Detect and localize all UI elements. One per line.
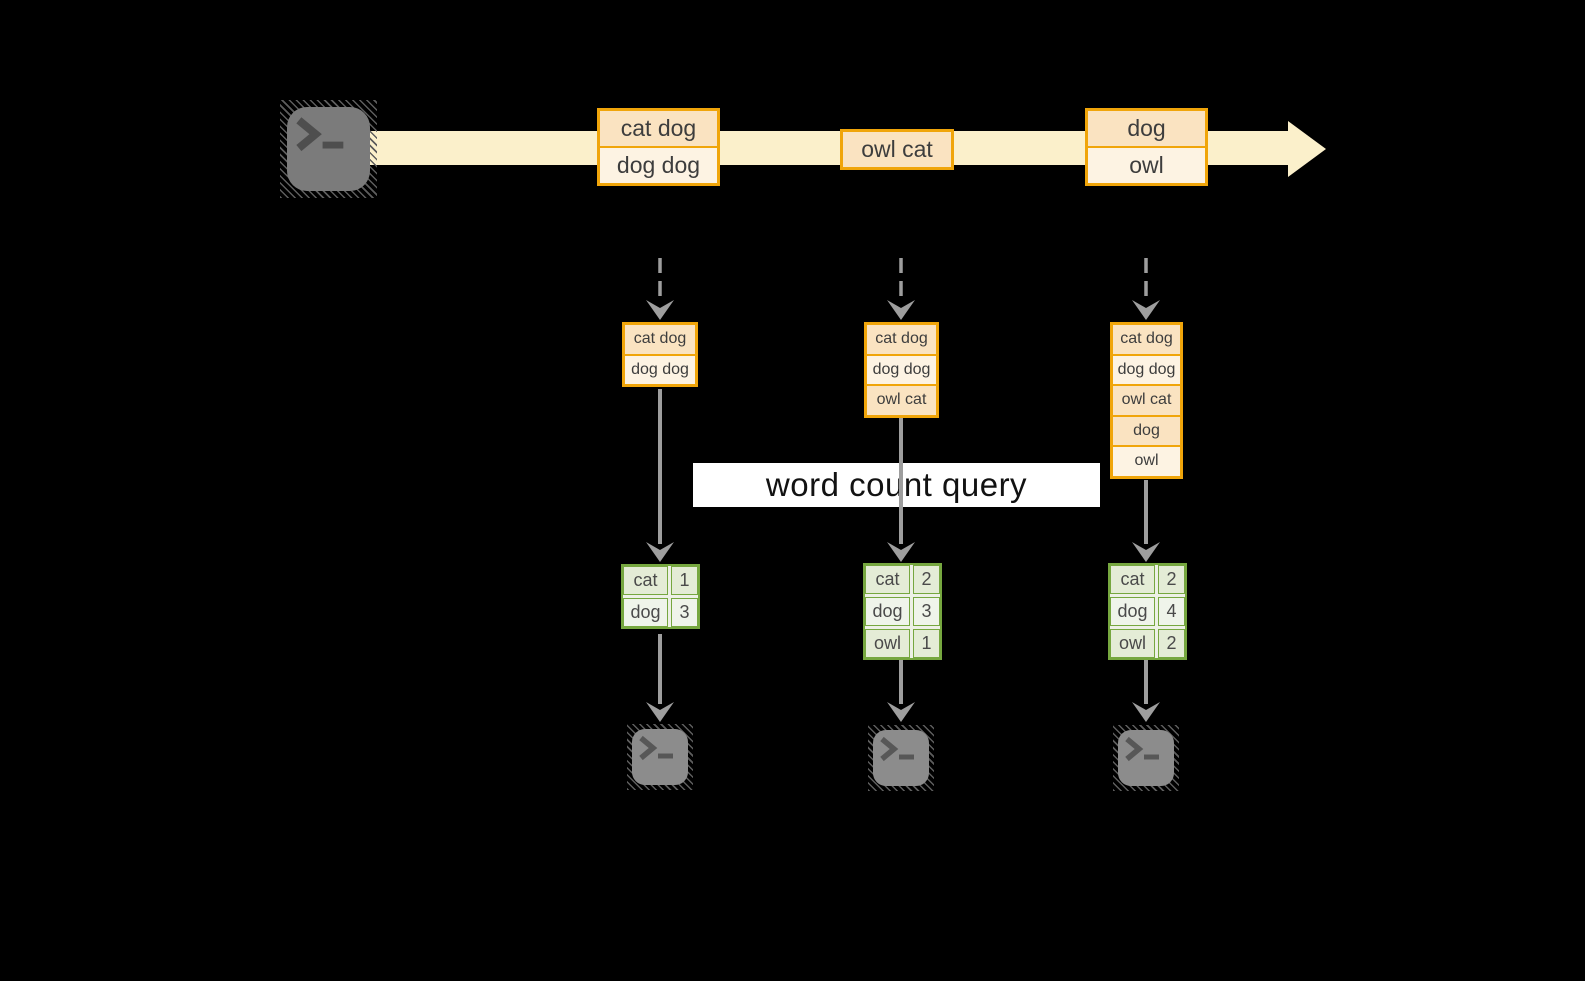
stream-event-cell: owl [1088,148,1205,183]
query-arrow-2 [887,418,915,562]
count-value-cell: 3 [671,598,698,627]
count-word-cell: cat [623,566,668,595]
terminal-body [873,730,929,786]
count-value-cell: 4 [1158,597,1185,626]
state-cell: cat dog [1113,325,1180,354]
count-word-cell: cat [1110,565,1155,594]
stream-arrowhead-icon [1288,121,1326,177]
query-label: word count query [693,463,1100,507]
state-cell: owl [1113,447,1180,476]
count-word-cell: dog [1110,597,1155,626]
terminal-body [1118,730,1174,786]
terminal-prompt-icon [296,117,344,152]
query-arrow-3 [1132,480,1160,562]
count-word-cell: dog [623,598,668,627]
query-arrow-1 [646,389,674,562]
count-value-cell: 2 [1158,565,1185,594]
terminal-body [287,107,370,191]
sink-arrow-1 [646,634,674,722]
state-cell: dog [1113,416,1180,445]
stream-event-cell: cat dog [600,111,717,146]
count-word-cell: owl [865,629,910,658]
trigger-arrow-1 [646,258,674,320]
state-cell: dog dog [625,355,695,384]
state-cell: cat dog [625,325,695,354]
state-cell: dog dog [867,355,936,384]
sink-terminal-icon [1113,725,1179,791]
sink-terminal-icon [627,724,693,790]
state-cell: cat dog [867,325,936,354]
state-cell: owl cat [1113,386,1180,415]
terminal-prompt-icon [1125,736,1159,762]
state-cell: owl cat [867,386,936,415]
terminal-body [632,729,688,785]
source-terminal-icon [280,100,377,198]
stream-event-2: owl cat [840,129,954,170]
sink-arrow-3 [1132,659,1160,722]
stream-event-cell: dog [1088,111,1205,146]
count-value-cell: 2 [1158,629,1185,658]
count-value-cell: 1 [913,629,940,658]
sink-arrow-2 [887,659,915,722]
trigger-arrow-3 [1132,258,1160,320]
count-value-cell: 1 [671,566,698,595]
terminal-prompt-icon [880,736,914,762]
count-value-cell: 2 [913,565,940,594]
stream-event-cell: dog dog [600,148,717,183]
count-word-cell: cat [865,565,910,594]
trigger-arrow-2 [887,258,915,320]
stream-event-cell: owl cat [843,132,951,167]
state-cell: dog dog [1113,355,1180,384]
count-word-cell: owl [1110,629,1155,658]
terminal-prompt-icon [639,735,673,761]
count-value-cell: 3 [913,597,940,626]
sink-terminal-icon [868,725,934,791]
count-word-cell: dog [865,597,910,626]
